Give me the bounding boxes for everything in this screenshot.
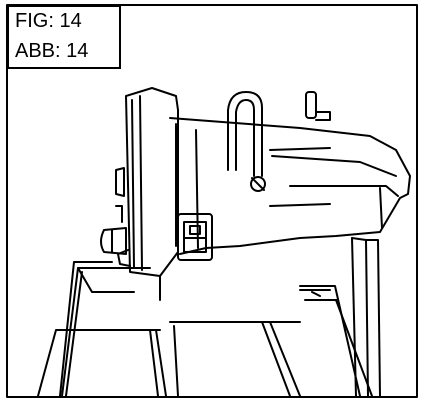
blade-guard	[117, 87, 179, 301]
side-knobs	[100, 167, 127, 255]
figure-number-label: FIG: 14	[15, 10, 82, 32]
saw-column	[351, 237, 381, 397]
outer-border	[6, 4, 418, 398]
figure-label-box: FIG: 14 ABB: 14	[7, 5, 121, 69]
motor-housing	[169, 117, 411, 255]
power-switch	[177, 213, 213, 261]
saw-handle	[227, 91, 266, 192]
sliding-table	[37, 261, 167, 397]
adjust-knob	[305, 91, 331, 121]
abbildung-number-label: ABB: 14	[15, 40, 89, 62]
cutting-table-rails	[169, 285, 373, 397]
